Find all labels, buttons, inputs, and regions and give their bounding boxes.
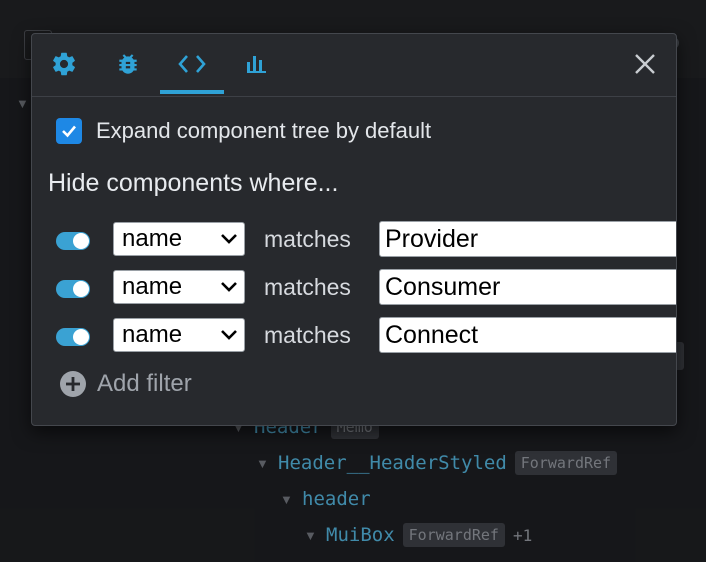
- chevron-down-icon: [221, 282, 237, 292]
- filter-field-value: name: [122, 273, 183, 300]
- checkmark-icon: [62, 125, 76, 138]
- filter-field-value: name: [122, 225, 183, 252]
- tree-row[interactable]: ▼ Header__HeaderStyled ForwardRef: [256, 448, 618, 478]
- filter-enabled-toggle[interactable]: [56, 328, 90, 346]
- tab-debugging[interactable]: [96, 34, 160, 94]
- filter-value-input[interactable]: Consumer: [379, 269, 676, 305]
- filter-operator: matches: [264, 322, 351, 348]
- chevron-down-icon: [221, 330, 237, 340]
- filter-operator: matches: [264, 274, 351, 300]
- add-filter-label: Add filter: [97, 370, 192, 397]
- filter-field-value: name: [122, 321, 183, 348]
- expand-tree-checkbox[interactable]: [56, 118, 82, 144]
- chevron-down-icon: ▼: [256, 455, 269, 471]
- settings-tabs: [32, 34, 676, 97]
- tab-profiler[interactable]: [224, 34, 288, 94]
- code-icon: [178, 55, 206, 73]
- close-icon: [635, 54, 655, 74]
- filter-operator: matches: [264, 226, 351, 252]
- component-name: MuiBox: [326, 524, 395, 546]
- filter-enabled-toggle[interactable]: [56, 232, 90, 250]
- tab-components[interactable]: [160, 34, 224, 94]
- chevron-down-icon[interactable]: ▼: [16, 96, 29, 111]
- filter-row: name matches Provider: [56, 221, 676, 260]
- hide-components-heading: Hide components where...: [48, 169, 339, 197]
- add-circle-icon: [60, 371, 86, 397]
- tab-general[interactable]: [32, 34, 96, 94]
- bar-chart-icon: [247, 56, 266, 73]
- settings-modal: Expand component tree by default Hide co…: [31, 33, 677, 426]
- component-extra-count: +1: [512, 525, 533, 545]
- tree-row[interactable]: ▼ MuiBox ForwardRef +1: [304, 520, 532, 550]
- component-badge: ForwardRef: [514, 451, 618, 475]
- filter-enabled-toggle[interactable]: [56, 280, 90, 298]
- chevron-down-icon: ▼: [280, 491, 293, 507]
- expand-tree-label: Expand component tree by default: [96, 118, 432, 143]
- filter-field-select[interactable]: name: [113, 270, 245, 304]
- component-name: header: [302, 488, 371, 510]
- tree-row[interactable]: ▼ header: [280, 484, 371, 514]
- filter-value-input[interactable]: Connect: [379, 317, 676, 353]
- component-name: Header__HeaderStyled: [278, 452, 507, 474]
- filter-field-select[interactable]: name: [113, 318, 245, 352]
- chevron-down-icon: [221, 234, 237, 244]
- chevron-down-icon: ▼: [304, 527, 317, 543]
- expand-tree-setting: Expand component tree by default: [56, 118, 431, 144]
- gear-icon: [53, 52, 75, 76]
- filter-field-select[interactable]: name: [113, 222, 245, 256]
- filter-row: name matches Connect: [56, 317, 676, 356]
- filter-row: name matches Consumer: [56, 269, 676, 308]
- filter-value-input[interactable]: Provider: [379, 221, 676, 257]
- add-filter-button[interactable]: Add filter: [59, 370, 192, 398]
- close-button[interactable]: [632, 50, 658, 78]
- component-badge: ForwardRef: [402, 523, 505, 547]
- bug-icon: [119, 54, 137, 74]
